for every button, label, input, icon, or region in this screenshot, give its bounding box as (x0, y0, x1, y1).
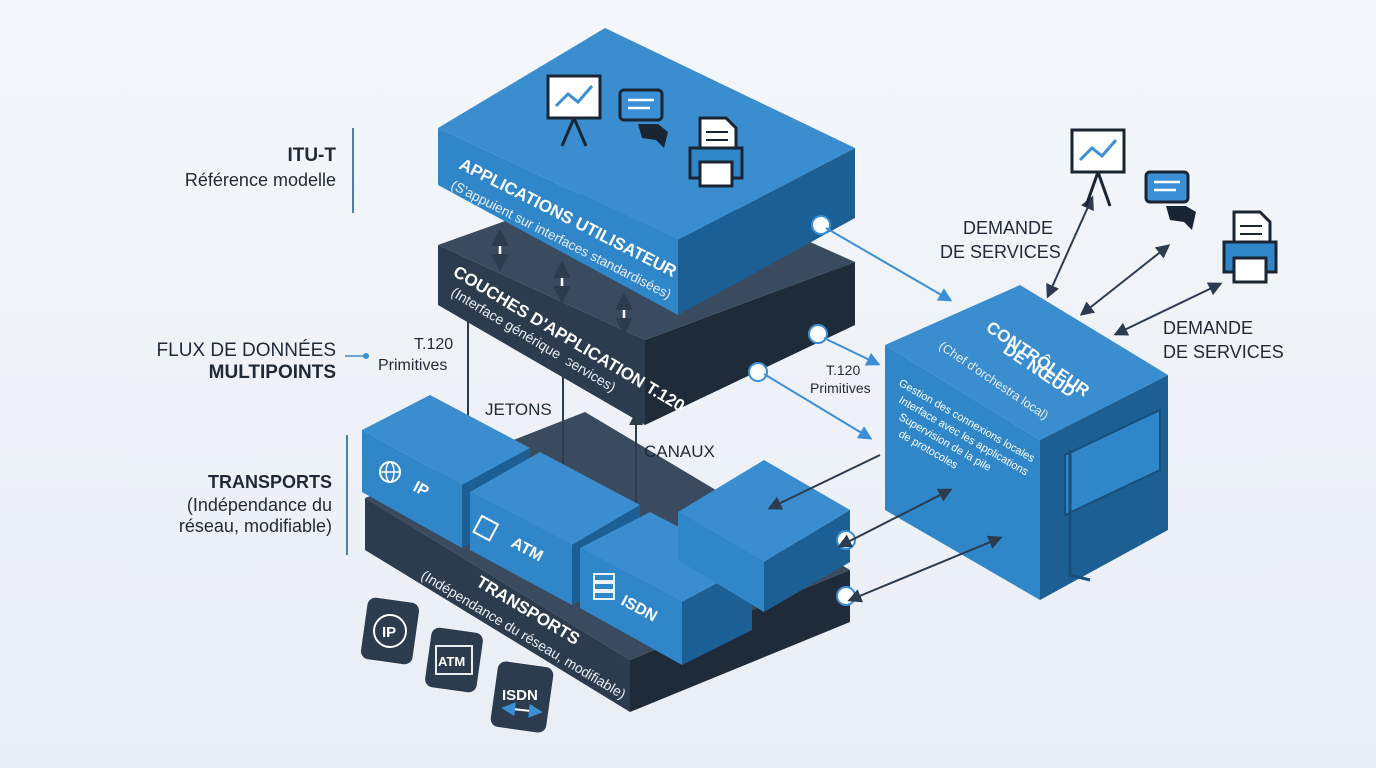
ip-cube-label: IP (410, 479, 432, 501)
arrow-service-3 (1113, 282, 1223, 336)
service-left-line1: DEMANDE (963, 218, 1054, 238)
transports-sub2: réseau, modifiable) (178, 516, 332, 536)
arrow-controller-transport-1 (767, 454, 881, 510)
isdn-badge (490, 661, 554, 733)
service-left-line2: DE SERVICES (940, 242, 1061, 262)
jetons-label: JETONS (485, 400, 552, 419)
ip-badge-label: IP (382, 624, 396, 641)
transports-title: TRANSPORTS (207, 472, 332, 492)
chip-icon (472, 514, 500, 542)
service-right-line2: DE SERVICES (1163, 342, 1284, 362)
right-cube (678, 460, 850, 612)
t120-left-line2: Primitives (378, 357, 448, 374)
flux-line1: FLUX DE DONNÉES (156, 340, 336, 361)
itut-title: ITU-T (287, 145, 336, 166)
arrow-service-1 (1046, 195, 1094, 299)
arrow-controller-transport-3 (847, 535, 1003, 603)
itut-bracket (352, 128, 362, 213)
transports-bracket (346, 435, 356, 555)
chat-bubbles-icon (618, 88, 668, 148)
arrow-t120-to-controller (823, 337, 881, 366)
transports-sub1: (Indépendance du (186, 495, 332, 515)
document-printer-icon (1222, 210, 1278, 284)
arrow-app-to-controller (825, 227, 953, 302)
t120-right-line1: T.120 (826, 362, 861, 378)
arrow-service-2 (1079, 244, 1171, 316)
presentation-board-icon (1070, 128, 1126, 207)
arrow-t120b-to-controller (763, 373, 873, 440)
atm-badge-label: ATM (438, 654, 465, 669)
server-stack-icon (593, 573, 615, 600)
canaux-label: CANAUX (644, 442, 715, 461)
globe-icon (379, 461, 401, 483)
service-right-line1: DEMANDE (1163, 318, 1254, 338)
t120-left-line1: T.120 (414, 336, 454, 353)
isdn-badge-label: ISDN (502, 687, 538, 704)
itut-subtitle: Référence modelle (184, 170, 336, 190)
t120-right-line2: Primitives (810, 380, 871, 396)
atm-badge (425, 627, 483, 693)
ip-badge (360, 597, 420, 665)
flux-line2: MULTIPOINTS (208, 362, 336, 383)
chat-bubbles-icon (1144, 170, 1196, 230)
document-printer-icon (688, 116, 744, 188)
presentation-board-icon (546, 74, 602, 147)
